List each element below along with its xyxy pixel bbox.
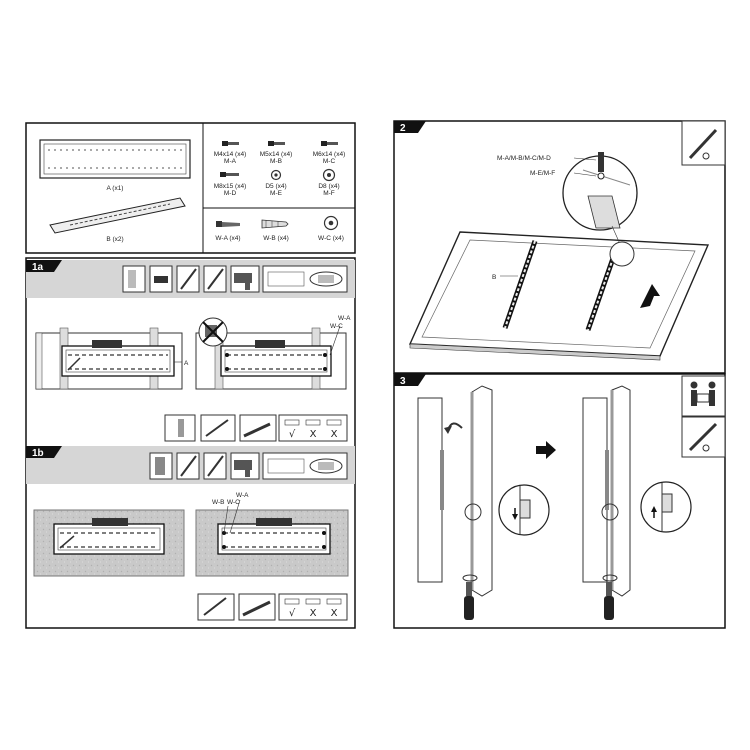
two-person-icon	[681, 375, 726, 417]
arm-b: B (x2)	[49, 197, 186, 243]
step-1a-wall-right: W-A W-C	[195, 315, 351, 390]
screw-m-d: M8x15 (x4) M-D	[214, 172, 247, 197]
wall-plate-a: A (x1)	[39, 139, 191, 192]
label-wc-1a: W-C	[330, 323, 343, 330]
svg-text:M-A: M-A	[224, 158, 237, 165]
label-wa-1b: W-A	[236, 492, 249, 499]
svg-text:X: X	[331, 608, 338, 619]
washer-m-f: D8 (x4) M-F	[318, 168, 340, 197]
screw-m-b: M5x14 (x4) M-B	[260, 141, 293, 165]
step-1a-badge	[26, 260, 62, 272]
arm-label: B (x2)	[106, 236, 123, 243]
tool-icons-1a	[122, 265, 348, 293]
tv-back-panel: B	[408, 231, 710, 361]
label-a: A	[184, 360, 189, 367]
screw-m-a: M4x14 (x4) M-A	[214, 141, 247, 165]
parts-panel: A (x1) B (x2) M4x14 (x4) M-A M5x14 (x4) …	[25, 122, 356, 254]
svg-text:M6x14 (x4): M6x14 (x4)	[313, 151, 346, 158]
step-1b-number: 1b	[32, 448, 44, 459]
right-arrow-icon	[536, 441, 556, 459]
step-1a-check-row: √ X X	[164, 414, 348, 442]
svg-text:√: √	[289, 429, 296, 440]
label-b: B	[492, 274, 496, 281]
svg-text:X: X	[310, 608, 317, 619]
label-screws: M-A/M-B/M-C/M-D	[497, 155, 551, 162]
step-3-scene-left	[417, 385, 550, 620]
svg-text:M-B: M-B	[270, 158, 282, 165]
step-1a-number: 1a	[32, 262, 44, 273]
tool-icons-1b	[149, 452, 348, 480]
svg-text:M8x15 (x4): M8x15 (x4)	[214, 183, 247, 190]
step-3-scene-right	[582, 385, 692, 620]
screwdriver-icon-step3	[681, 416, 726, 458]
screw-m-c: M6x14 (x4) M-C	[313, 141, 346, 165]
detail-magnifier: M-A/M-B/M-C/M-D M-E/M-F	[497, 152, 638, 267]
svg-text:M4x14 (x4): M4x14 (x4)	[214, 151, 247, 158]
svg-text:D8 (x4): D8 (x4)	[318, 183, 339, 190]
wall-installation-panel: 1a A	[25, 257, 356, 629]
label-wb-1b: W-B	[212, 499, 225, 506]
step-1b-wall-left	[33, 509, 185, 577]
label-wa-1a: W-A	[338, 315, 351, 322]
screwdriver-icon	[681, 120, 726, 166]
svg-text:M5x14 (x4): M5x14 (x4)	[260, 151, 293, 158]
step-3-panel: 3	[393, 373, 726, 629]
lag-bolt-w-a: W-A (x4)	[215, 221, 241, 242]
step-1a-wall-left: A	[35, 327, 189, 390]
svg-text:D5 (x4): D5 (x4)	[265, 183, 286, 190]
svg-text:X: X	[331, 429, 338, 440]
svg-text:√: √	[289, 608, 296, 619]
washer-w-c: W-C (x4)	[318, 215, 344, 242]
svg-text:M-F: M-F	[323, 190, 335, 197]
anchor-w-b: W-B (x4)	[261, 219, 289, 242]
step-2-number: 2	[400, 123, 406, 134]
svg-text:M-D: M-D	[224, 190, 237, 197]
svg-text:X: X	[310, 429, 317, 440]
step-1b-badge	[26, 446, 62, 458]
svg-text:W-C (x4): W-C (x4)	[318, 235, 344, 242]
plate-label: A (x1)	[107, 185, 124, 192]
washer-m-e: D5 (x4) M-E	[265, 169, 287, 197]
step-3-number: 3	[400, 376, 406, 387]
svg-text:W-A (x4): W-A (x4)	[215, 235, 240, 242]
svg-text:M-C: M-C	[323, 158, 336, 165]
svg-text:W-B (x4): W-B (x4)	[263, 235, 289, 242]
step-1b-check-row: √ X X	[197, 593, 348, 621]
step-2-panel: 2 B	[393, 120, 726, 374]
label-washers: M-E/M-F	[530, 170, 555, 177]
step-1b-wall-right: W-A W-B W-C	[195, 492, 349, 577]
label-wc-1b: W-C	[227, 499, 240, 506]
svg-text:M-E: M-E	[270, 190, 283, 197]
